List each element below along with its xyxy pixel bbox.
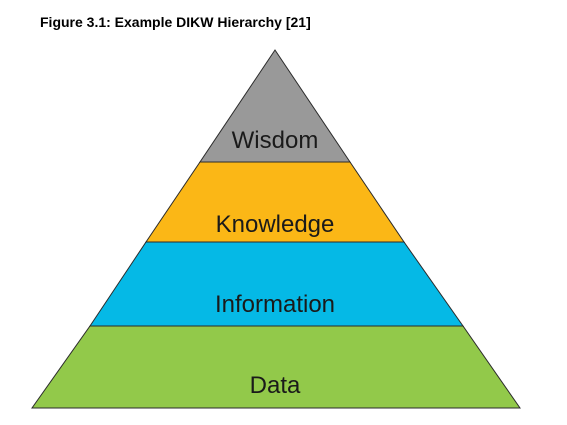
pyramid-label-information: Information xyxy=(215,291,335,318)
pyramid-label-wisdom: Wisdom xyxy=(232,127,319,154)
pyramid-label-knowledge: Knowledge xyxy=(216,211,335,238)
figure-caption: Figure 3.1: Example DIKW Hierarchy [21] xyxy=(40,14,311,30)
pyramid-layer-data xyxy=(31,325,521,409)
pyramid-label-data: Data xyxy=(250,372,301,399)
